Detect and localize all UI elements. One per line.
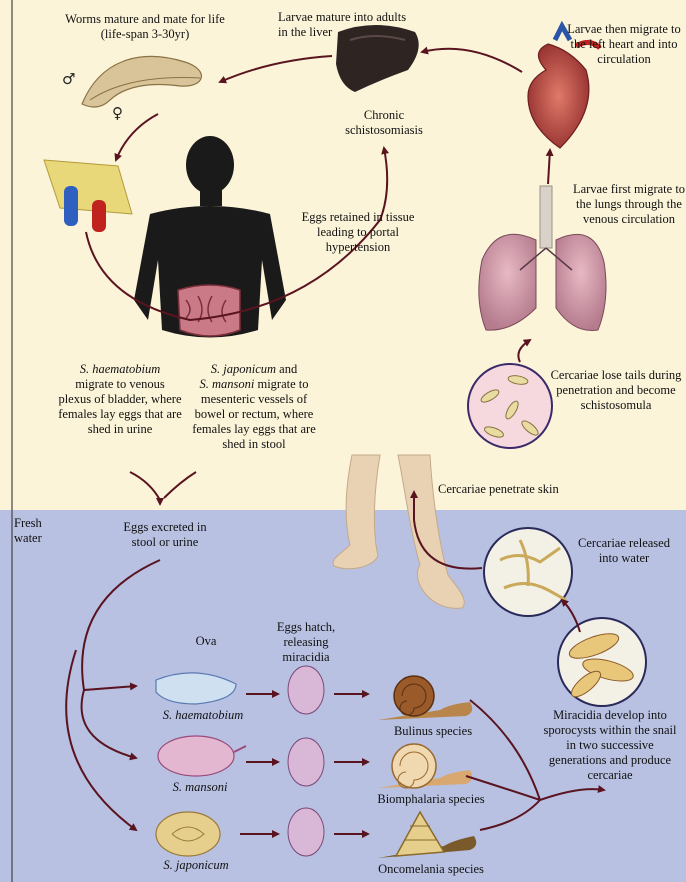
label-lungs: Larvae first migrate to the lungs throug… xyxy=(572,182,686,227)
cercariae-circle xyxy=(484,528,572,616)
label-cercariae-penetrate: Cercariae penetrate skin xyxy=(438,482,588,497)
miracidia-row-2 xyxy=(288,738,324,786)
label-miracidia-develop: Miracidia develop into sporocysts within… xyxy=(540,708,680,783)
label-japonicum-mansoni-migration: S. japonicum and S. mansoni migrate to m… xyxy=(192,362,316,452)
label-eggs-hatch: Eggs hatch, releasing miracidia xyxy=(266,620,346,665)
label-snail-oncomelania: Oncomelania species xyxy=(366,862,496,877)
label-worms: Worms mature and mate for life (life-spa… xyxy=(52,12,238,42)
species-japonicum: S. japonicum xyxy=(211,362,276,376)
label-ova-haematobium: S. haematobium xyxy=(148,708,258,723)
label-ova: Ova xyxy=(186,634,226,649)
label-heart: Larvae then migrate to the left heart an… xyxy=(562,22,686,67)
miracidia-row-3 xyxy=(288,808,324,856)
label-chronic: Chronic schistosomiasis xyxy=(334,108,434,138)
species-mansoni: S. mansoni xyxy=(199,377,254,391)
label-snail-biomphalaria: Biomphalaria species xyxy=(366,792,496,807)
and-text: and xyxy=(276,362,297,376)
label-eggs-retained: Eggs retained in tissue leading to porta… xyxy=(288,210,428,255)
label-cercariae-lose-tails: Cercariae lose tails during penetration … xyxy=(548,368,684,413)
schistosomula-circle xyxy=(468,364,552,448)
label-ova-mansoni: S. mansoni xyxy=(160,780,240,795)
label-fresh-water: Fresh water xyxy=(14,516,54,546)
haematobium-text: migrate to venous plexus of bladder, whe… xyxy=(58,377,182,436)
species-haematobium: S. haematobium xyxy=(80,362,161,376)
label-cercariae-released: Cercariae released into water xyxy=(574,536,674,566)
ova-japonicum xyxy=(156,812,220,856)
male-symbol: ♂ xyxy=(62,70,75,88)
female-symbol: ♀ xyxy=(112,104,123,122)
label-haematobium-migration: S. haematobium migrate to venous plexus … xyxy=(58,362,182,437)
label-ova-japonicum: S. japonicum xyxy=(146,858,246,873)
label-eggs-excreted: Eggs excreted in stool or urine xyxy=(110,520,220,550)
intestines-illustration xyxy=(178,285,240,336)
sporocyst-circle xyxy=(558,618,646,706)
label-snail-bulinus: Bulinus species xyxy=(378,724,488,739)
miracidia-row-1 xyxy=(288,666,324,714)
label-larvae-liver: Larvae mature into adults in the liver xyxy=(278,10,418,40)
